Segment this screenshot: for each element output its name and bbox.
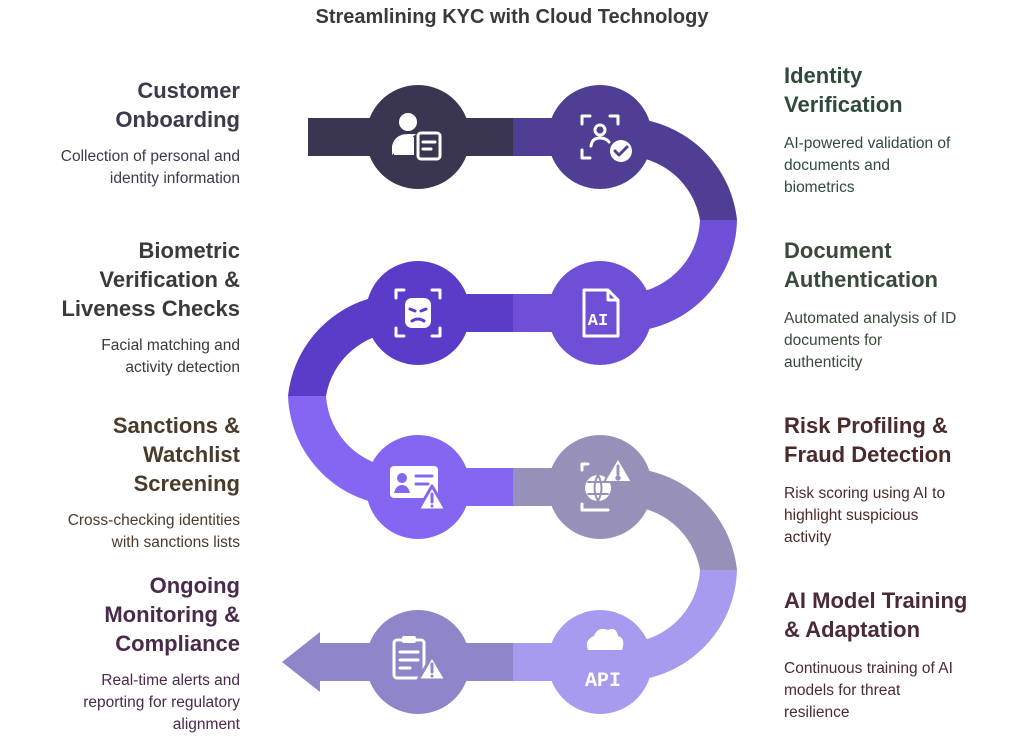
step-description: Real-time alerts and reporting for regul… [83, 672, 240, 733]
step-title: Risk Profiling & Fraud Detection [784, 413, 952, 467]
user-form-icon [392, 113, 442, 161]
ai-document-icon [582, 288, 620, 338]
step-title: Identity Verification [784, 63, 903, 117]
step-document-authentication: Document Authentication Automated analys… [784, 236, 1024, 374]
step-description: Continuous training of AI models for thr… [784, 660, 953, 721]
step-title: Sanctions & Watchlist Screening [112, 413, 240, 496]
step-title: Biometric Verification & Liveness Checks [61, 238, 240, 321]
step-customer-onboarding: Customer Onboarding Collection of person… [0, 76, 240, 190]
step-title: AI Model Training & Adaptation [784, 588, 968, 642]
arc-document-authentication [623, 220, 737, 332]
node-ai-model-training [548, 610, 652, 714]
step-description: AI-powered validation of documents and b… [784, 135, 951, 196]
step-biometric-verification: Biometric Verification & Liveness Checks… [0, 236, 240, 379]
diagram-title: Streamlining KYC with Cloud Technology [315, 6, 709, 28]
node-document-authentication [548, 261, 652, 365]
step-identity-verification: Identity Verification AI-powered validat… [784, 61, 1024, 199]
step-description: Risk scoring using AI to highlight suspi… [784, 485, 946, 546]
face-scan-icon [394, 288, 442, 338]
arc-ai-model-training [623, 570, 737, 681]
step-sanctions-screening: Sanctions & Watchlist Screening Cross-ch… [0, 411, 240, 554]
step-ai-model-training: AI Model Training & Adaptation Continuou… [784, 586, 1024, 724]
step-description: Automated analysis of ID documents for a… [784, 310, 957, 371]
step-description: Cross-checking identities with sanctions… [67, 512, 240, 551]
globe-alert-icon [580, 457, 633, 512]
ai-label: AI [588, 312, 608, 331]
id-check-icon [580, 114, 632, 162]
clipboard-alert-icon [392, 636, 448, 682]
node-ongoing-monitoring [366, 610, 470, 714]
cloud-api-icon [586, 628, 624, 650]
step-description: Facial matching and activity detection [101, 337, 240, 376]
step-ongoing-monitoring: Ongoing Monitoring & Compliance Real-tim… [0, 571, 240, 736]
api-label: API [585, 670, 621, 693]
step-title: Customer Onboarding [115, 78, 240, 132]
id-card-alert-icon [390, 466, 448, 512]
arrowhead-left [282, 632, 320, 692]
step-risk-profiling: Risk Profiling & Fraud Detection Risk sc… [784, 411, 1024, 549]
step-title: Ongoing Monitoring & Compliance [104, 573, 240, 656]
step-title: Document Authentication [784, 238, 938, 292]
step-description: Collection of personal and identity info… [60, 148, 240, 187]
